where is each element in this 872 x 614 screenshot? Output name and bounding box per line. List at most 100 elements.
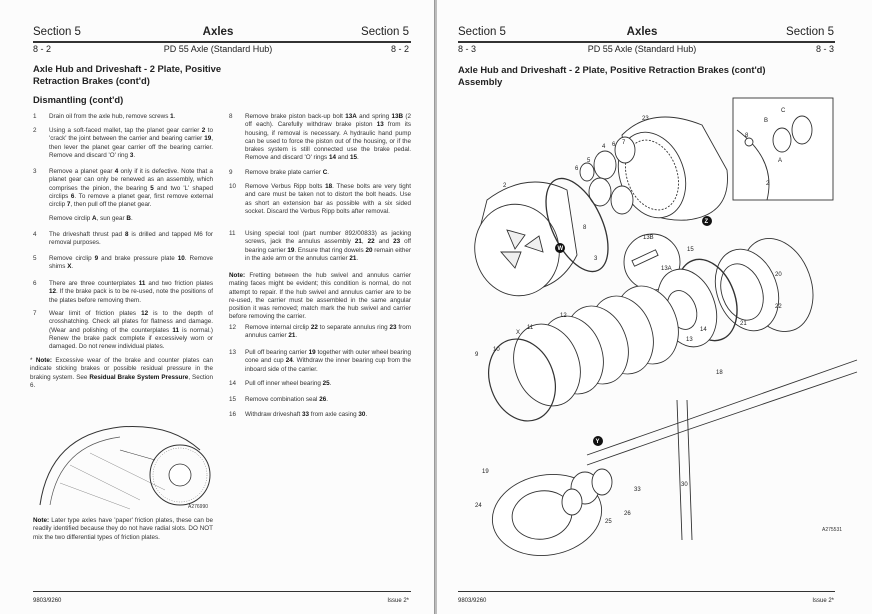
text-run: , Section 6.	[30, 373, 214, 389]
callout-label: 24	[475, 503, 482, 509]
text-run: .	[133, 151, 136, 159]
step-number: 1	[33, 113, 37, 120]
section-label: Section 5	[458, 26, 506, 38]
step-number: 5	[33, 255, 37, 262]
callout-label: 33	[634, 487, 641, 493]
step-text: Remove brake plate carrier C.	[245, 169, 411, 177]
step-text: The driveshaft thrust pad 8 is drilled a…	[49, 231, 213, 248]
reference-number: Note:	[229, 272, 246, 279]
left-page: Section 5 Axles Section 5 8 - 2 PD 55 Ax…	[0, 0, 435, 614]
step-number: 4	[33, 231, 37, 238]
text-run: Remove brake piston back-up bolt	[245, 113, 346, 120]
callout-label: 20	[775, 272, 782, 278]
step-text: Remove combination seal 26.	[245, 396, 411, 404]
callout-label: 6	[612, 142, 616, 148]
issue-label: Issue 2*	[812, 598, 834, 604]
reference-number: 22	[310, 324, 318, 331]
reference-number: 24	[285, 357, 293, 365]
text-run: The driveshaft thrust pad	[49, 231, 125, 238]
text-run: Pull off bearing carrier	[245, 349, 309, 356]
text-run: .	[329, 380, 332, 387]
issue-label: Issue 2*	[387, 598, 409, 604]
document-number: 9803/9260	[33, 598, 62, 604]
text-run: Fretting between the hub swivel and annu…	[229, 272, 411, 321]
text-run: and	[335, 154, 350, 162]
text-run: to 'crack' the joint between the carrier…	[49, 127, 213, 143]
figure-id: A276990	[188, 504, 208, 510]
friction-plate-figure: A276990	[39, 426, 211, 510]
text-run: . To remove a planet gear, first remove …	[49, 192, 214, 209]
footer-rule	[458, 591, 835, 592]
chapter-title: Axles	[626, 26, 658, 38]
header-rule	[458, 41, 835, 43]
callout-label: 12	[560, 313, 567, 319]
text-run: only if it is defective. Note that a pla…	[49, 168, 213, 192]
callout-label: Z	[705, 219, 709, 225]
text-run: , then pull off the planet gear.	[70, 201, 152, 209]
step-text: Remove Verbus Ripp bolts 18. These bolts…	[245, 183, 411, 216]
step-text: Pull off inner wheel bearing 25.	[245, 380, 411, 388]
text-run: There are three counterplates	[49, 280, 139, 287]
callout-label: 18	[716, 370, 723, 376]
reference-number: 13	[376, 121, 384, 129]
note-brake-wear: * Note: Excessive wear of the brake and …	[30, 357, 213, 390]
right-page: Section 5 Axles Section 5 8 - 3 PD 55 Ax…	[437, 0, 872, 614]
reference-number: 21	[354, 238, 362, 246]
text-run: Later type axles have 'paper' friction p…	[33, 517, 213, 541]
text-run: Wear limit of friction plates	[49, 310, 142, 317]
text-run: and two friction plates	[145, 280, 213, 287]
reference-number: 13A	[345, 113, 357, 120]
step-number: 15	[229, 396, 237, 403]
callout-label: C	[781, 108, 786, 114]
note-paper-plates: Note: Later type axles have 'paper' fric…	[33, 517, 213, 542]
callout-label: 25	[605, 519, 612, 525]
reference-number: 19	[308, 349, 316, 356]
step-number: 3	[33, 168, 37, 175]
page-number-right: 8 - 2	[390, 44, 409, 54]
reference-number: 14	[328, 154, 336, 162]
text-run: .	[365, 411, 368, 418]
document-number: 9803/9260	[458, 598, 487, 604]
text-run: is to the depth of crosshatching. Check …	[49, 310, 213, 334]
text-run: . These bolts are very tight and care mu…	[245, 183, 411, 215]
reference-number: 2	[201, 127, 206, 134]
reference-number: 10	[177, 255, 185, 262]
reference-number: 26	[319, 396, 327, 403]
reference-number: 13B	[391, 113, 404, 120]
step-item: 15 Remove combination seal 26.	[229, 396, 411, 404]
text-run: Using a soft-faced mallet, tap the plane…	[49, 127, 202, 134]
callout-label: 19	[482, 469, 489, 475]
text-run: from annulus carrier	[245, 324, 411, 340]
callout-label: 30	[681, 482, 688, 488]
text-run: from axle casing	[309, 411, 359, 418]
text-run: ,	[361, 238, 368, 246]
callout-label: 13B	[643, 235, 654, 241]
step-number: 13	[229, 349, 237, 356]
section-label-right: Section 5	[361, 26, 409, 38]
reference-number: 19	[287, 246, 295, 254]
text-run: from its housing, if removal is necessar…	[245, 121, 412, 162]
page-number-right: 8 - 3	[815, 44, 834, 54]
text-run: . Withdraw the inner bearing cup from th…	[245, 357, 412, 373]
text-run: Remove circlip	[49, 215, 93, 222]
section-label-right: Section 5	[786, 26, 834, 38]
reference-number: 5	[150, 184, 154, 192]
text-run: Pull off inner wheel bearing	[245, 380, 323, 387]
text-run: together with outer wheel bearing cone a…	[245, 349, 411, 365]
reference-number: A	[92, 215, 97, 222]
callout-label: 14	[700, 327, 707, 333]
page-number: 8 - 2	[33, 44, 52, 54]
reference-number: 9	[94, 255, 99, 262]
step-number: 12	[229, 324, 237, 331]
callout-label: 22	[775, 304, 782, 310]
reference-number: C	[322, 169, 328, 176]
step-text: Remove a planet gear 4 only if it is def…	[49, 168, 213, 209]
header-rule	[33, 41, 411, 43]
reference-number: 15	[349, 154, 357, 162]
subheading: Assembly	[458, 76, 503, 87]
text-run: Drain oil from the axle hub, remove scre…	[49, 113, 171, 120]
step-number: 14	[229, 380, 237, 387]
